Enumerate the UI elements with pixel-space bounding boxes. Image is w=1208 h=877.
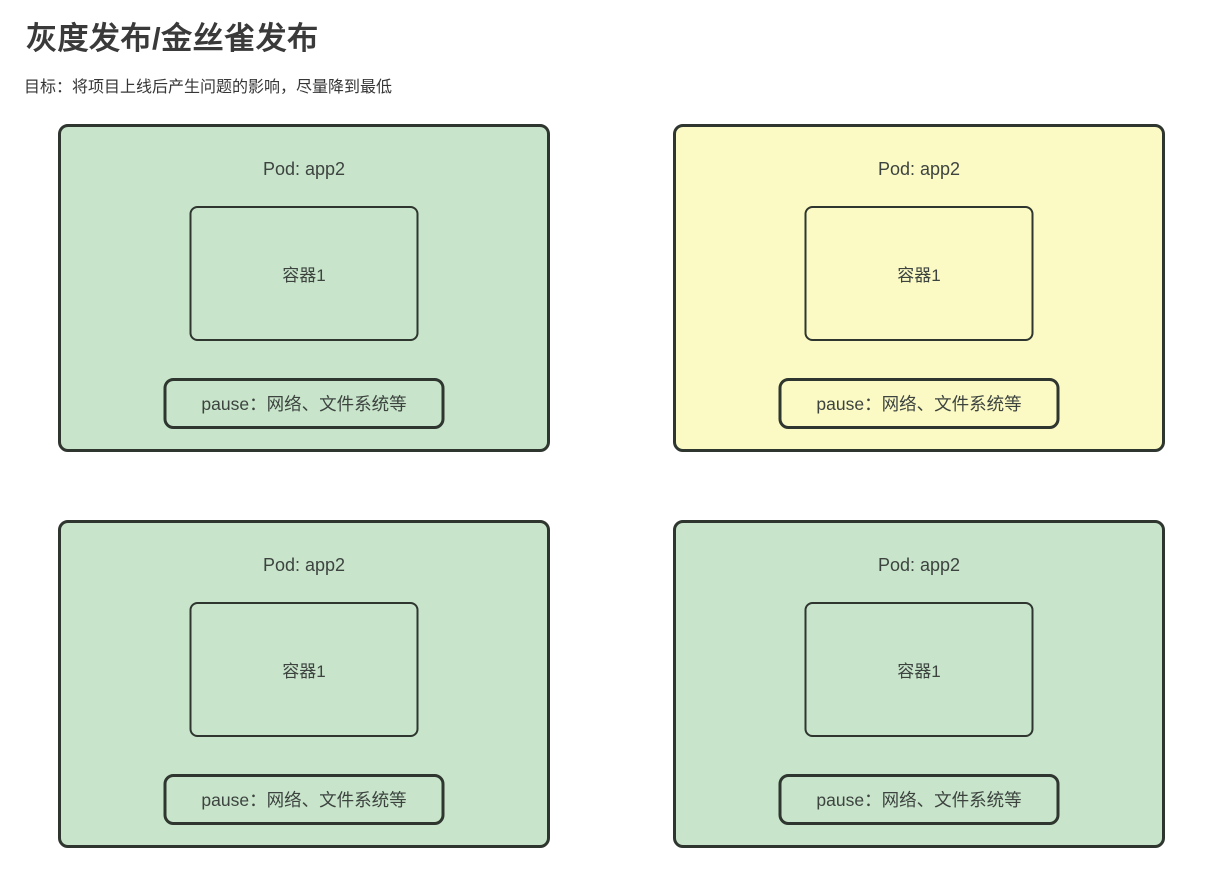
pod-card-top-right: Pod: app2 容器1 pause：网络、文件系统等: [673, 124, 1165, 452]
pause-label: pause：网络、文件系统等: [816, 790, 1022, 810]
pod-card-bottom-left: Pod: app2 容器1 pause：网络、文件系统等: [58, 520, 550, 848]
pause-box: pause：网络、文件系统等: [163, 378, 445, 429]
container-label: 容器1: [282, 266, 326, 285]
pause-label: pause：网络、文件系统等: [201, 394, 407, 414]
page-title: 灰度发布/金丝雀发布: [26, 21, 319, 56]
pod-card-top-left: Pod: app2 容器1 pause：网络、文件系统等: [58, 124, 550, 452]
pod-title: Pod: app2: [262, 159, 346, 179]
pod-title: Pod: app2: [877, 159, 961, 179]
container-box: 容器1: [189, 206, 419, 341]
container-box: 容器1: [804, 602, 1034, 737]
pod-grid: Pod: app2 容器1 pause：网络、文件系统等 Pod: app2 容…: [58, 124, 1165, 848]
pause-box: pause：网络、文件系统等: [163, 774, 445, 825]
container-label: 容器1: [897, 266, 941, 285]
pod-title: Pod: app2: [262, 555, 346, 575]
pause-label: pause：网络、文件系统等: [816, 394, 1022, 414]
container-box: 容器1: [804, 206, 1034, 341]
container-label: 容器1: [897, 662, 941, 681]
container-label: 容器1: [282, 662, 326, 681]
pause-box: pause：网络、文件系统等: [778, 378, 1060, 429]
page-subtitle: 目标：将项目上线后产生问题的影响，尽量降到最低: [24, 79, 393, 96]
container-box: 容器1: [189, 602, 419, 737]
pod-title: Pod: app2: [877, 555, 961, 575]
pause-label: pause：网络、文件系统等: [201, 790, 407, 810]
pause-box: pause：网络、文件系统等: [778, 774, 1060, 825]
pod-card-bottom-right: Pod: app2 容器1 pause：网络、文件系统等: [673, 520, 1165, 848]
